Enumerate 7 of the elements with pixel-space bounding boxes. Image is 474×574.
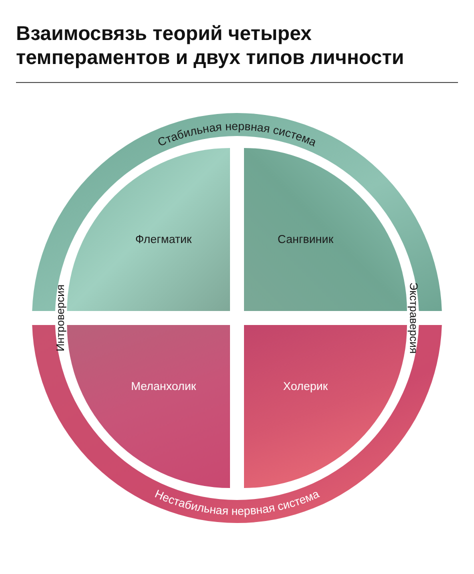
quadrant-label: Флегматик (135, 234, 192, 246)
quadrant-label: Меланхолик (130, 380, 196, 392)
axis-label: Экстраверсия (407, 282, 419, 354)
quadrant-label: Холерик (283, 380, 328, 392)
quadrant-label: Сангвиник (278, 234, 334, 246)
diagram-title: Взаимосвязь теорий четырех темпераментов и двух типов личности (16, 22, 406, 70)
axis-label: Интроверсия (55, 284, 67, 352)
